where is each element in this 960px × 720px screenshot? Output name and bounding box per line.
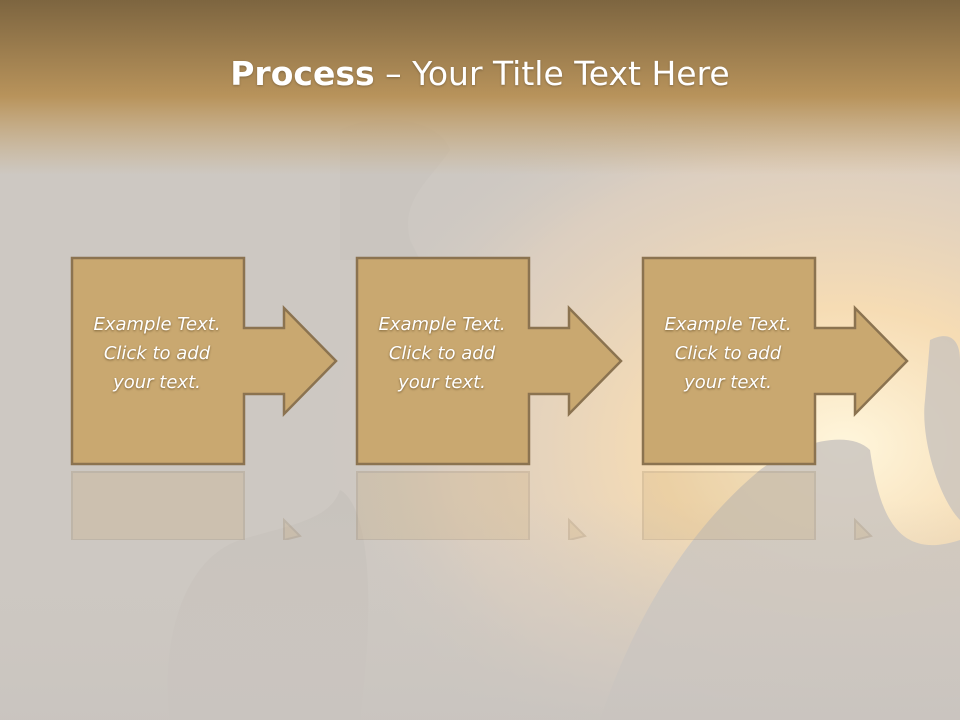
slide-title[interactable]: Process – Your Title Text Here	[0, 52, 960, 96]
process-step-3[interactable]: Example Text. Click to add your text.	[641, 256, 913, 468]
title-bold: Process	[230, 54, 375, 93]
process-step-1[interactable]: Example Text. Click to add your text.	[70, 256, 342, 468]
process-step-2[interactable]: Example Text. Click to add your text.	[355, 256, 627, 468]
step-text: Example Text. Click to add your text.	[378, 314, 506, 393]
step-reflection	[355, 470, 627, 540]
step-reflection	[70, 470, 342, 540]
step-arrow-shape	[70, 256, 338, 466]
title-rest: – Your Title Text Here	[374, 54, 730, 93]
step-text: Example Text. Click to add your text.	[93, 314, 221, 393]
step-arrow-shape	[355, 256, 623, 466]
step-text: Example Text. Click to add your text.	[664, 314, 792, 393]
step-reflection	[641, 470, 913, 540]
step-arrow-shape	[641, 256, 909, 466]
